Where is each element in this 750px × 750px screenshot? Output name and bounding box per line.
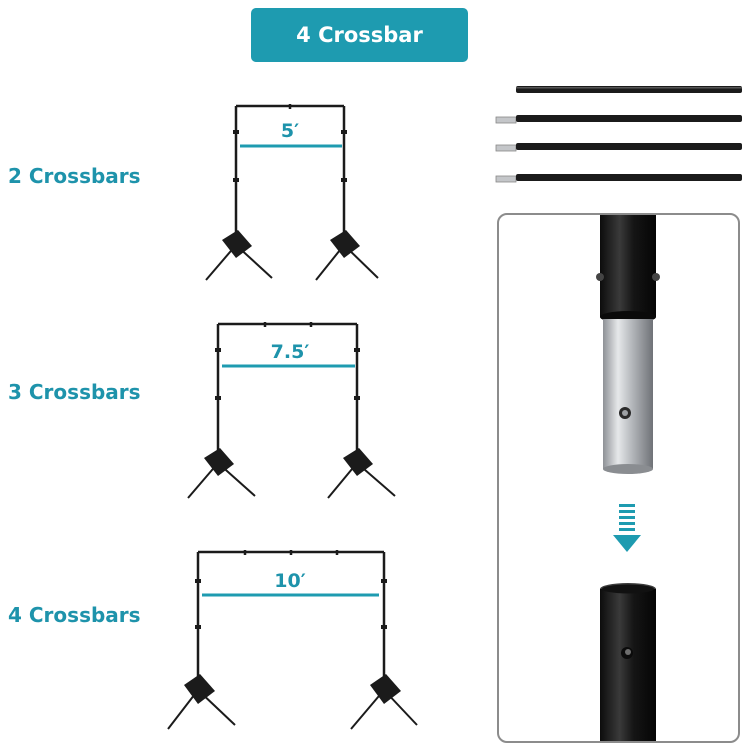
crossbar-poles: [495, 86, 742, 183]
header-badge: 4 Crossbar: [251, 8, 468, 62]
stand-4-crossbars: [167, 550, 418, 730]
row-label-3-crossbars: 3 Crossbars: [8, 380, 141, 404]
connection-detail-panel: [497, 213, 740, 743]
pole-1: [516, 86, 742, 93]
pole-2: [495, 115, 742, 124]
header-title: 4 Crossbar: [296, 23, 423, 47]
dimension-label-10: 10′: [274, 570, 306, 592]
dimension-label-5: 5′: [280, 120, 300, 142]
row-label-2-crossbars: 2 Crossbars: [8, 164, 141, 188]
pole-3: [495, 143, 742, 152]
pole-4: [495, 174, 742, 183]
connection-illustration: [596, 215, 660, 741]
stand-3-crossbars: [187, 322, 396, 499]
stand-2-crossbars: [205, 104, 379, 281]
row-label-4-crossbars: 4 Crossbars: [8, 603, 141, 627]
arrow-down-icon: [613, 504, 641, 552]
dimension-label-7-5: 7.5′: [270, 341, 310, 363]
